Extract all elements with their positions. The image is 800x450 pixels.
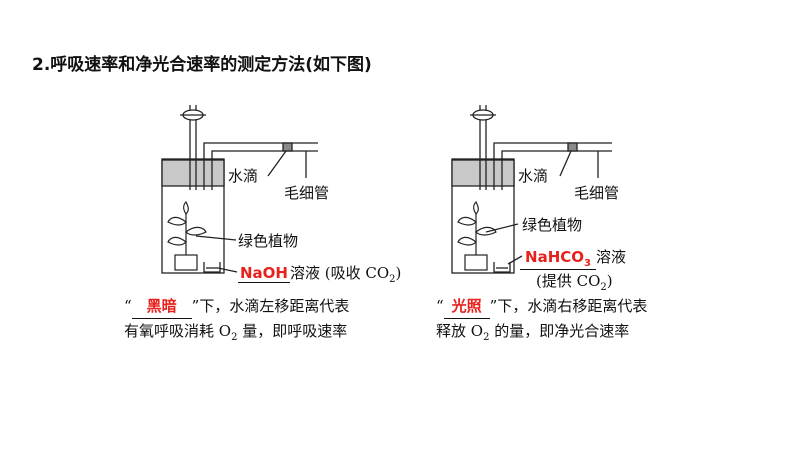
right-caption-line2-a: 释放 O [436, 322, 484, 340]
left-caption-line2-sub: 2 [231, 332, 238, 343]
right-solution-answer: NaHCO3 [520, 248, 596, 270]
left-solution-close: ) [395, 264, 402, 282]
left-solution-answer: NaOH [238, 264, 290, 283]
right-provide-a: (提供 CO [536, 272, 601, 290]
left-caption: “黑暗”下，水滴左移距离代表 有氧呼吸消耗 O2 量，即呼吸速率 [124, 294, 349, 350]
left-label-capillary: 毛细管 [284, 184, 330, 202]
right-beaker [493, 262, 511, 273]
right-plant [457, 200, 497, 271]
left-solution-text: 溶液 (吸收 CO [290, 264, 390, 282]
left-label-plant: 绿色植物 [238, 232, 299, 250]
left-beaker [203, 262, 221, 273]
left-caption-line2: 有氧呼吸消耗 O2 量，即呼吸速率 [124, 319, 349, 350]
right-caption-line2-b: 的量，即净光合速率 [489, 322, 630, 340]
left-plant [167, 200, 207, 271]
left-open-quote: “ [124, 297, 132, 315]
left-apparatus [161, 105, 318, 274]
right-provide-sub: 2 [600, 282, 607, 293]
right-apparatus [451, 105, 612, 274]
right-label-plant: 绿色植物 [522, 216, 583, 234]
left-caption-line2-b: 量，即呼吸速率 [237, 322, 348, 340]
left-solution-sub: 2 [389, 274, 396, 285]
right-provide-label: (提供 CO2) [536, 270, 613, 293]
right-caption-line2-sub: 2 [483, 332, 490, 343]
left-caption-line2-a: 有氧呼吸消耗 O [124, 322, 232, 340]
section-heading: 2.呼吸速率和净光合速率的测定方法(如下图) [32, 55, 372, 75]
right-provide-b: ) [606, 272, 613, 290]
left-stopper [161, 159, 225, 187]
right-label-capillary: 毛细管 [574, 184, 620, 202]
right-water-drop [567, 142, 578, 152]
right-label-water-drop: 水滴 [518, 167, 549, 185]
right-caption: “光照”下，水滴右移距离代表 释放 O2 的量，即净光合速率 [436, 294, 647, 350]
right-caption-line1-text: ”下，水滴右移距离代表 [489, 297, 648, 315]
right-solution-suffix: 溶液 [596, 248, 627, 266]
left-label-water-drop: 水滴 [228, 167, 259, 185]
left-caption-line1: “黑暗”下，水滴左移距离代表 [124, 294, 349, 319]
right-caption-line1: “光照”下，水滴右移距离代表 [436, 294, 647, 319]
right-stopper [451, 159, 515, 187]
right-solution-answer-main: NaHCO [525, 248, 585, 266]
right-open-quote: “ [436, 297, 444, 315]
left-water-drop [282, 142, 293, 152]
left-condition-answer: 黑暗 [131, 294, 192, 319]
left-caption-line1-text: ”下，水滴左移距离代表 [191, 297, 350, 315]
right-condition-answer: 光照 [443, 294, 490, 319]
right-caption-line2: 释放 O2 的量，即净光合速率 [436, 319, 647, 350]
right-solution-answer-sub: 3 [584, 258, 591, 269]
